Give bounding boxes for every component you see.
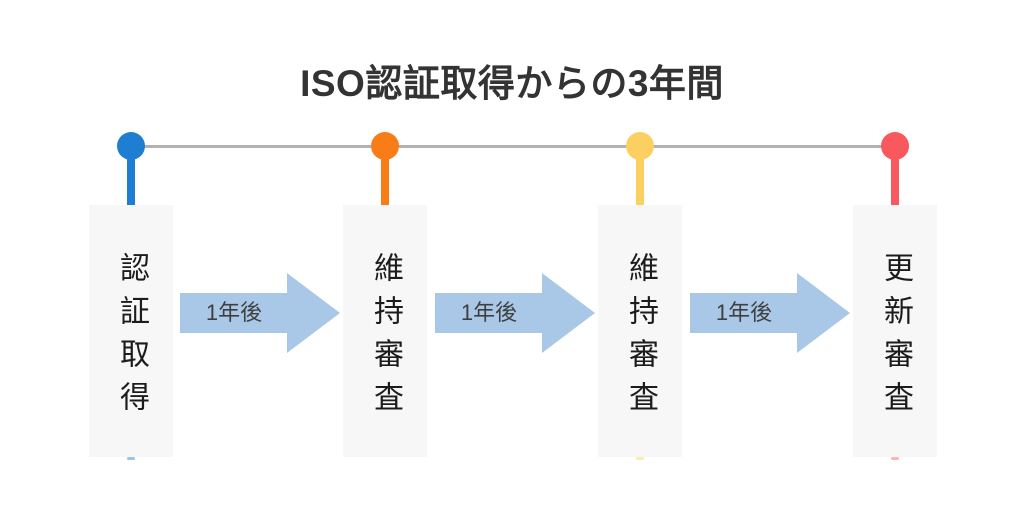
milestone-stem xyxy=(127,158,135,206)
diagram-title: ISO認証取得からの3年間 xyxy=(300,63,724,104)
arrow-year-2: 1年後 xyxy=(435,273,595,353)
milestone-stem-tip xyxy=(636,457,644,460)
arrow-head-icon xyxy=(797,273,850,353)
arrow-head-icon xyxy=(287,273,340,353)
milestone-dot xyxy=(371,132,399,160)
arrow-head-icon xyxy=(542,273,595,353)
timeline-line xyxy=(131,145,895,148)
milestone-box: 維持審査 xyxy=(343,205,427,457)
milestone-stem-tip xyxy=(127,457,135,460)
arrow-year-1: 1年後 xyxy=(180,273,340,353)
milestone-box: 認証取得 xyxy=(89,205,173,457)
milestone-stem xyxy=(636,158,644,206)
arrow-label: 1年後 xyxy=(205,300,263,325)
milestone-label: 維持審査 xyxy=(369,251,402,424)
milestone-stem xyxy=(381,158,389,206)
arrow-body xyxy=(690,293,798,333)
milestone-stem-tip xyxy=(891,457,899,460)
arrow-body xyxy=(180,293,288,333)
milestone-label: 更新審査 xyxy=(879,251,912,424)
arrow-year-3: 1年後 xyxy=(690,273,850,353)
milestone-box: 更新審査 xyxy=(853,205,937,457)
milestone-dot xyxy=(881,132,909,160)
milestone-stem xyxy=(891,158,899,206)
milestone-label: 認証取得 xyxy=(115,251,148,424)
milestone-dot xyxy=(626,132,654,160)
arrow-label: 1年後 xyxy=(460,300,518,325)
milestone-box: 維持審査 xyxy=(598,205,682,457)
milestone-label: 維持審査 xyxy=(624,251,657,424)
milestone-dot xyxy=(117,132,145,160)
arrow-label: 1年後 xyxy=(715,300,773,325)
arrow-body xyxy=(435,293,543,333)
